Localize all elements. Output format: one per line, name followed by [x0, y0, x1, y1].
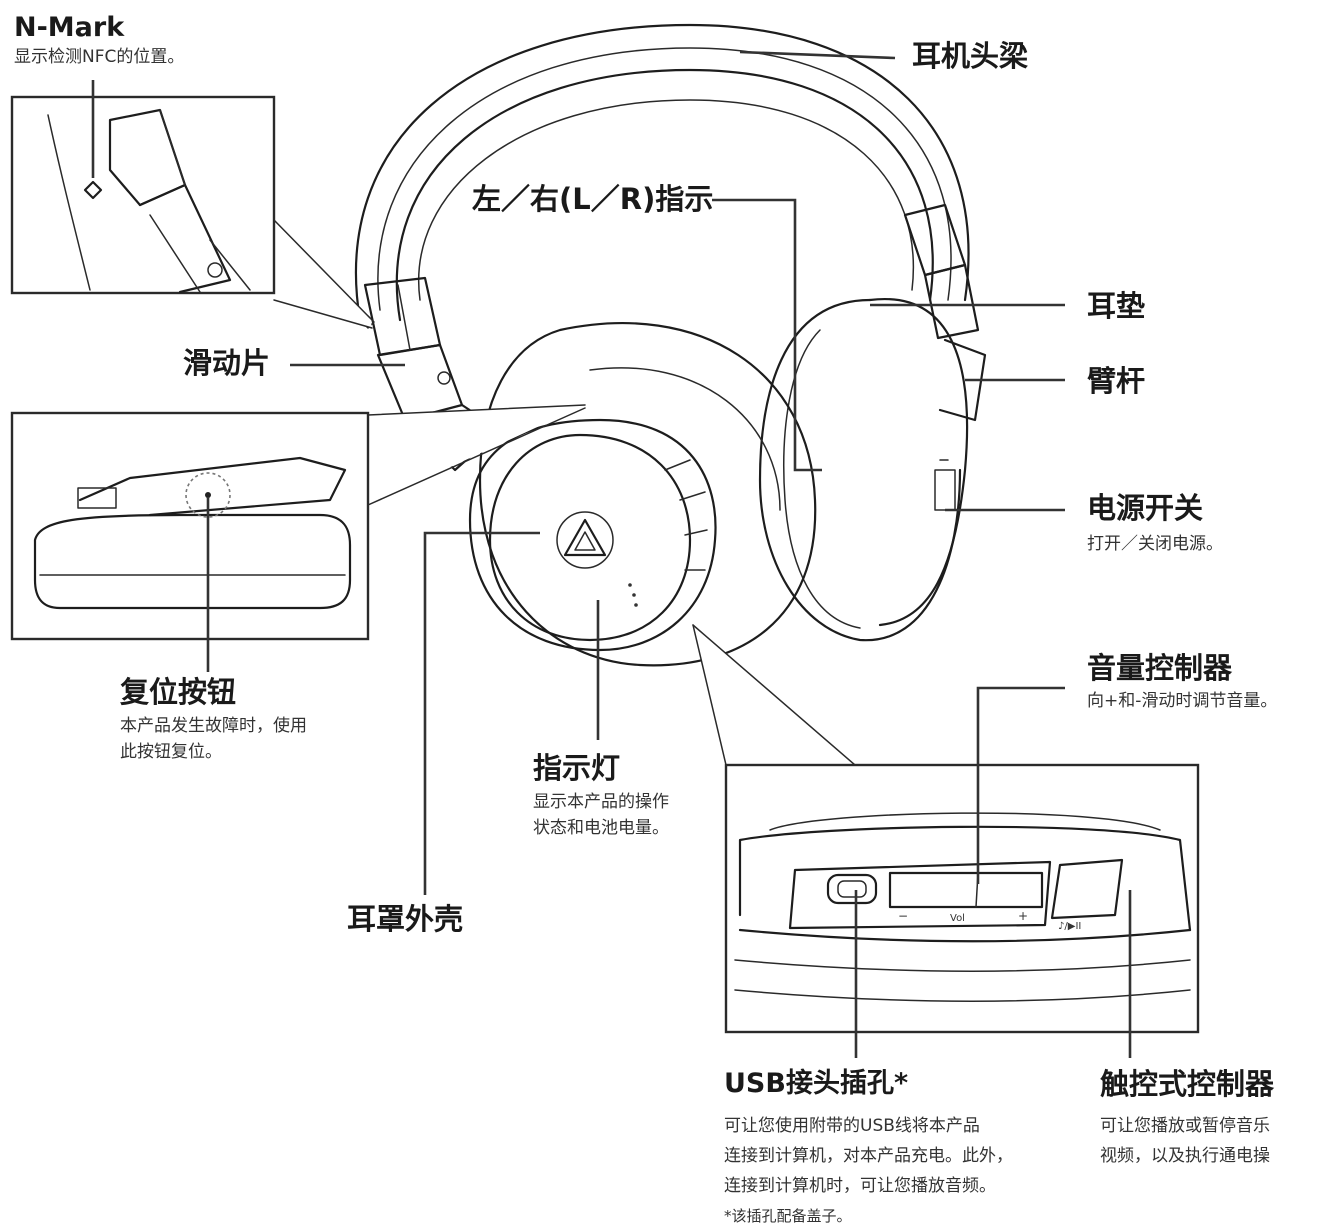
reset-button-title: 复位按钮 [120, 675, 237, 709]
minus-marking: − [898, 909, 908, 923]
usb-port-desc: 可让您使用附带的USB线将本产品 连接到计算机，对本产品充电。此外， 连接到计算… [724, 1116, 1013, 1196]
leader-lines [290, 50, 1132, 1058]
right-slider-drawing [903, 203, 987, 422]
power-switch-desc: 打开／关闭电源。 [1087, 534, 1223, 554]
right-earcup-drawing [758, 297, 969, 642]
slider-title: 滑动片 [183, 346, 271, 380]
volume-control-desc: 向+和-滑动时调节音量。 [1087, 691, 1278, 711]
n-mark-inset [10, 80, 373, 329]
volume-control-title: 音量控制器 [1087, 651, 1233, 685]
ear-pad-title: 耳垫 [1087, 289, 1146, 323]
usb-controls-inset: Vol − + ♪/▶II [692, 624, 1200, 1034]
plus-marking: + [1018, 909, 1028, 923]
audio-technica-logo-icon [556, 511, 614, 569]
n-mark-title: N-Mark [14, 12, 125, 43]
touch-control-title: 触控式控制器 [1100, 1067, 1275, 1101]
indicator-light-title: 指示灯 [533, 751, 621, 785]
left-earcup-drawing [468, 322, 817, 667]
indicator-light-desc: 显示本产品的操作 状态和电池电量。 [533, 792, 669, 838]
touch-control-desc: 可让您播放或暂停音乐 视频，以及执行通电操 [1100, 1116, 1270, 1166]
headband-title: 耳机头梁 [912, 39, 1029, 73]
usb-port-title: USB接头插孔* [724, 1068, 909, 1099]
play-pause-marking: ♪/▶II [1058, 921, 1081, 932]
reset-button-inset [10, 404, 586, 672]
usb-port-note: *该插孔配备盖子。 [724, 1207, 852, 1225]
nfc-mark-icon [83, 180, 103, 200]
n-mark-desc: 显示检测NFC的位置。 [14, 47, 185, 67]
lr-indicator-title: 左／右(L／R)指示 [472, 182, 714, 216]
arm-title: 臂杆 [1087, 364, 1146, 398]
housing-title: 耳罩外壳 [347, 902, 464, 936]
vol-marking: Vol [950, 913, 965, 924]
headband-drawing [354, 23, 970, 322]
power-switch-title: 电源开关 [1087, 491, 1204, 525]
reset-button-desc: 本产品发生故障时，使用 此按钮复位。 [120, 716, 307, 762]
